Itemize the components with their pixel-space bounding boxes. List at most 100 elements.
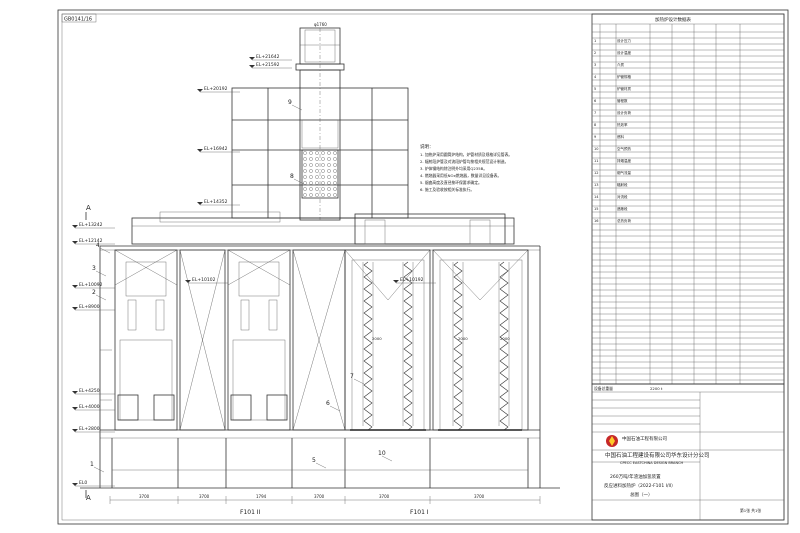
elevation-marker: EL+20192 xyxy=(197,86,240,93)
elevation-label: EL+21642 xyxy=(256,54,280,60)
outer-frame xyxy=(57,9,789,525)
elevation-label: EL+10092 xyxy=(79,282,103,288)
elevation-label: EL+4000 xyxy=(79,404,100,410)
dimension-label: 3700 xyxy=(199,494,210,499)
elevation-marker: EL+10102 xyxy=(185,277,228,284)
drawing-title-2: 反应进料加热炉（2022-F101 I/II） xyxy=(604,482,676,489)
company-short: 中国石油工程有限公司 xyxy=(622,435,667,442)
convection-frame xyxy=(231,87,409,219)
table-row-index: 11 xyxy=(594,159,598,163)
table-row-index: 9 xyxy=(594,135,596,139)
table-row-label: 炉管材质 xyxy=(617,86,631,91)
elevation-marker: EL+21592 xyxy=(249,62,292,69)
table-row-index: 15 xyxy=(594,207,598,211)
table-row-label: 燃料 xyxy=(617,134,625,139)
support-legs xyxy=(100,429,540,488)
sheet-number: 第1张 共1张 xyxy=(740,508,761,513)
drawing-code-box xyxy=(61,13,97,23)
callout-number: 9 xyxy=(288,99,292,106)
elevation-marker: EL+8900 xyxy=(72,304,115,311)
weight-value: 2200 t xyxy=(650,386,663,391)
callout-number: 1 xyxy=(90,461,94,468)
elevation-label: EL0 xyxy=(79,480,87,486)
table-row-label: 炉管规格 xyxy=(617,74,631,79)
company-name-en: CPECC EASTCHINA DESIGN BRANCH xyxy=(620,461,684,465)
callout-number: 10 xyxy=(378,450,386,457)
table-row-index: 7 xyxy=(594,111,596,115)
axis-label-right: F101 I xyxy=(410,509,429,516)
elevation-label: EL+2800 xyxy=(79,426,100,432)
table-row-index: 2 xyxy=(594,51,596,55)
elevation-label: EL+16942 xyxy=(204,146,228,152)
section-mark-top: A xyxy=(86,204,91,212)
note-line: 4. 燃烧器采用低NOx燃烧器，数量详见设备表。 xyxy=(420,173,501,178)
elevation-marker: EL+16942 xyxy=(197,146,240,153)
data-table: 加热炉设计数据表 设计压力1设计温度2介质3炉管规格4炉管材质5管程数6设计负荷… xyxy=(591,13,785,385)
callout-number: 5 xyxy=(312,457,316,464)
radiant-cell-right-1 xyxy=(344,249,431,431)
radiant-coils xyxy=(362,261,510,431)
table-row-label: 设计负荷 xyxy=(617,110,631,115)
table-row-index: 14 xyxy=(594,195,599,199)
callout-number: 6 xyxy=(326,400,330,407)
note-line: 3. 炉体钢结构除注明外均采用Q235B。 xyxy=(420,166,487,171)
drawing-title-3: 总图（一） xyxy=(630,491,653,498)
table-row-index: 3 xyxy=(594,63,596,67)
table-row-index: 5 xyxy=(594,87,596,91)
elevation-label: EL+10102 xyxy=(192,277,216,283)
dimension-label: 3700 xyxy=(139,494,150,499)
table-row-index: 12 xyxy=(594,171,598,175)
radiant-cell-right-2 xyxy=(432,249,529,431)
note-line: 2. 辐射段炉管及对流段炉管均按相关规范设计制造。 xyxy=(420,159,508,164)
section-mark-bottom: A xyxy=(86,494,91,502)
roof-duct xyxy=(131,217,515,245)
table-row-label: 遮蔽段 xyxy=(617,206,628,211)
table-row-label: 介质 xyxy=(617,62,625,67)
table-row-label: 设计压力 xyxy=(617,38,631,43)
drawing-title-1: 260万吨/年渣油加氢装置 xyxy=(610,473,661,480)
elevation-label: EL+13242 xyxy=(79,222,103,228)
callout-number: 7 xyxy=(350,373,354,380)
table-header: 加热炉设计数据表 xyxy=(655,16,691,23)
elevation-marker: EL+10092 xyxy=(72,282,115,289)
furnace-cell-left-3 xyxy=(227,249,291,431)
callout-number: 3 xyxy=(92,265,96,272)
elevation-label: EL+14352 xyxy=(204,199,228,205)
callout-number: 8 xyxy=(290,173,294,180)
furnace-cell-mid xyxy=(292,249,346,431)
note-line: 1. 加热炉采用圆筒炉结构，炉管材质及规格详见管表。 xyxy=(420,152,512,157)
elevation-label: EL+12142 xyxy=(79,238,103,244)
table-row-index: 16 xyxy=(594,219,598,223)
table-row-label: 管程数 xyxy=(617,98,628,103)
dimension-label: 2000 xyxy=(500,336,510,341)
elevation-label: EL+20192 xyxy=(204,86,228,92)
furnace-cell-left-2 xyxy=(179,249,226,431)
note-line: 6. 施工及验收按相关标准执行。 xyxy=(420,187,474,192)
svg-text:φ1760: φ1760 xyxy=(314,22,327,27)
weight-label: 设备总重量 xyxy=(594,386,613,391)
table-row-label: 总热负荷 xyxy=(617,218,631,223)
elevation-marker: EL0 xyxy=(72,480,115,487)
elevation-marker: EL+12142 xyxy=(72,238,115,245)
dimension-label: 2000 xyxy=(372,336,382,341)
dimension-label: 3700 xyxy=(474,494,485,499)
elevation-marker: EL+10192 xyxy=(393,277,436,284)
elevation-marker: EL+21642 xyxy=(249,54,292,61)
table-row-label: 空气预热 xyxy=(617,146,631,151)
table-row-label: 排烟温度 xyxy=(617,158,631,163)
table-row-index: 10 xyxy=(594,147,598,151)
elevation-label: EL+8900 xyxy=(79,304,100,310)
elevation-marker: EL+14352 xyxy=(197,199,240,206)
table-row-label: 烟气流量 xyxy=(617,170,631,175)
elevation-label: EL+10192 xyxy=(400,277,424,283)
dimension-label: 3700 xyxy=(379,494,390,499)
table-row-label: 辐射段 xyxy=(617,182,628,187)
dimension-label: 2000 xyxy=(458,336,468,341)
callout-number: 2 xyxy=(92,289,96,296)
elevation-marker: EL+4000 xyxy=(72,404,115,411)
title-block: 设备总重量 2200 t 中国石油工程有限公司 中国石油工程建设有限公司华东设计… xyxy=(591,383,785,521)
table-row-index: 6 xyxy=(594,99,596,103)
